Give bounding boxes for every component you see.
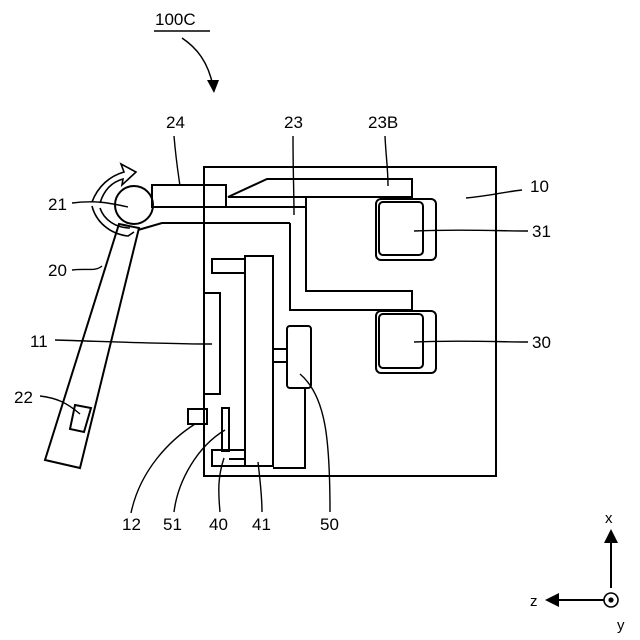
label-20: 20 [48,261,67,280]
component-50 [287,326,311,388]
label-31: 31 [532,222,551,241]
leader-24 [174,136,180,186]
label-30: 30 [532,333,551,352]
leader-30 [414,341,528,342]
rotation-arrow-lower [92,206,134,236]
figure-pointer-arrowhead [207,80,219,93]
label-11: 11 [30,332,48,351]
leader-20 [72,266,102,270]
axis-x-label: x [605,510,613,527]
axis-z-label: z [530,593,538,610]
shaft-24 [152,185,226,207]
rotation-arrow-upper [92,164,136,203]
module-31-inner [379,202,423,255]
label-12: 12 [122,515,141,534]
axis-y-dot-icon [608,597,613,602]
label-23: 23 [284,113,303,132]
leader-31 [414,230,528,231]
label-21: 21 [48,195,67,214]
component-51 [222,408,229,451]
module-31-outer [376,199,436,260]
module-30-inner [379,314,423,368]
leader-41 [258,462,262,512]
label-23b: 23B [368,113,398,132]
leader-10 [466,190,522,198]
label-40: 40 [209,515,228,534]
label-51: 51 [163,515,182,534]
label-22: 22 [14,388,33,407]
figure-label: 100C [155,10,196,29]
duct-23-outer [290,197,412,310]
axis-y-label: y [617,617,625,634]
leader-21 [72,202,128,207]
rail-23b-wedge [228,179,412,197]
cable-50 [273,388,305,468]
component-50-mount [273,349,287,362]
housing-10 [204,167,496,476]
label-24: 24 [166,113,185,132]
label-50: 50 [320,515,339,534]
label-10: 10 [530,177,549,196]
leader-11 [55,340,212,344]
leader-12 [131,424,195,513]
component-41-top-tab [212,259,245,273]
leader-51 [174,430,225,512]
label-41: 41 [252,515,271,534]
figure-pointer-arrow [182,38,213,86]
rail-23-lower [138,223,290,230]
component-41 [245,256,273,466]
leader-23 [293,136,294,215]
